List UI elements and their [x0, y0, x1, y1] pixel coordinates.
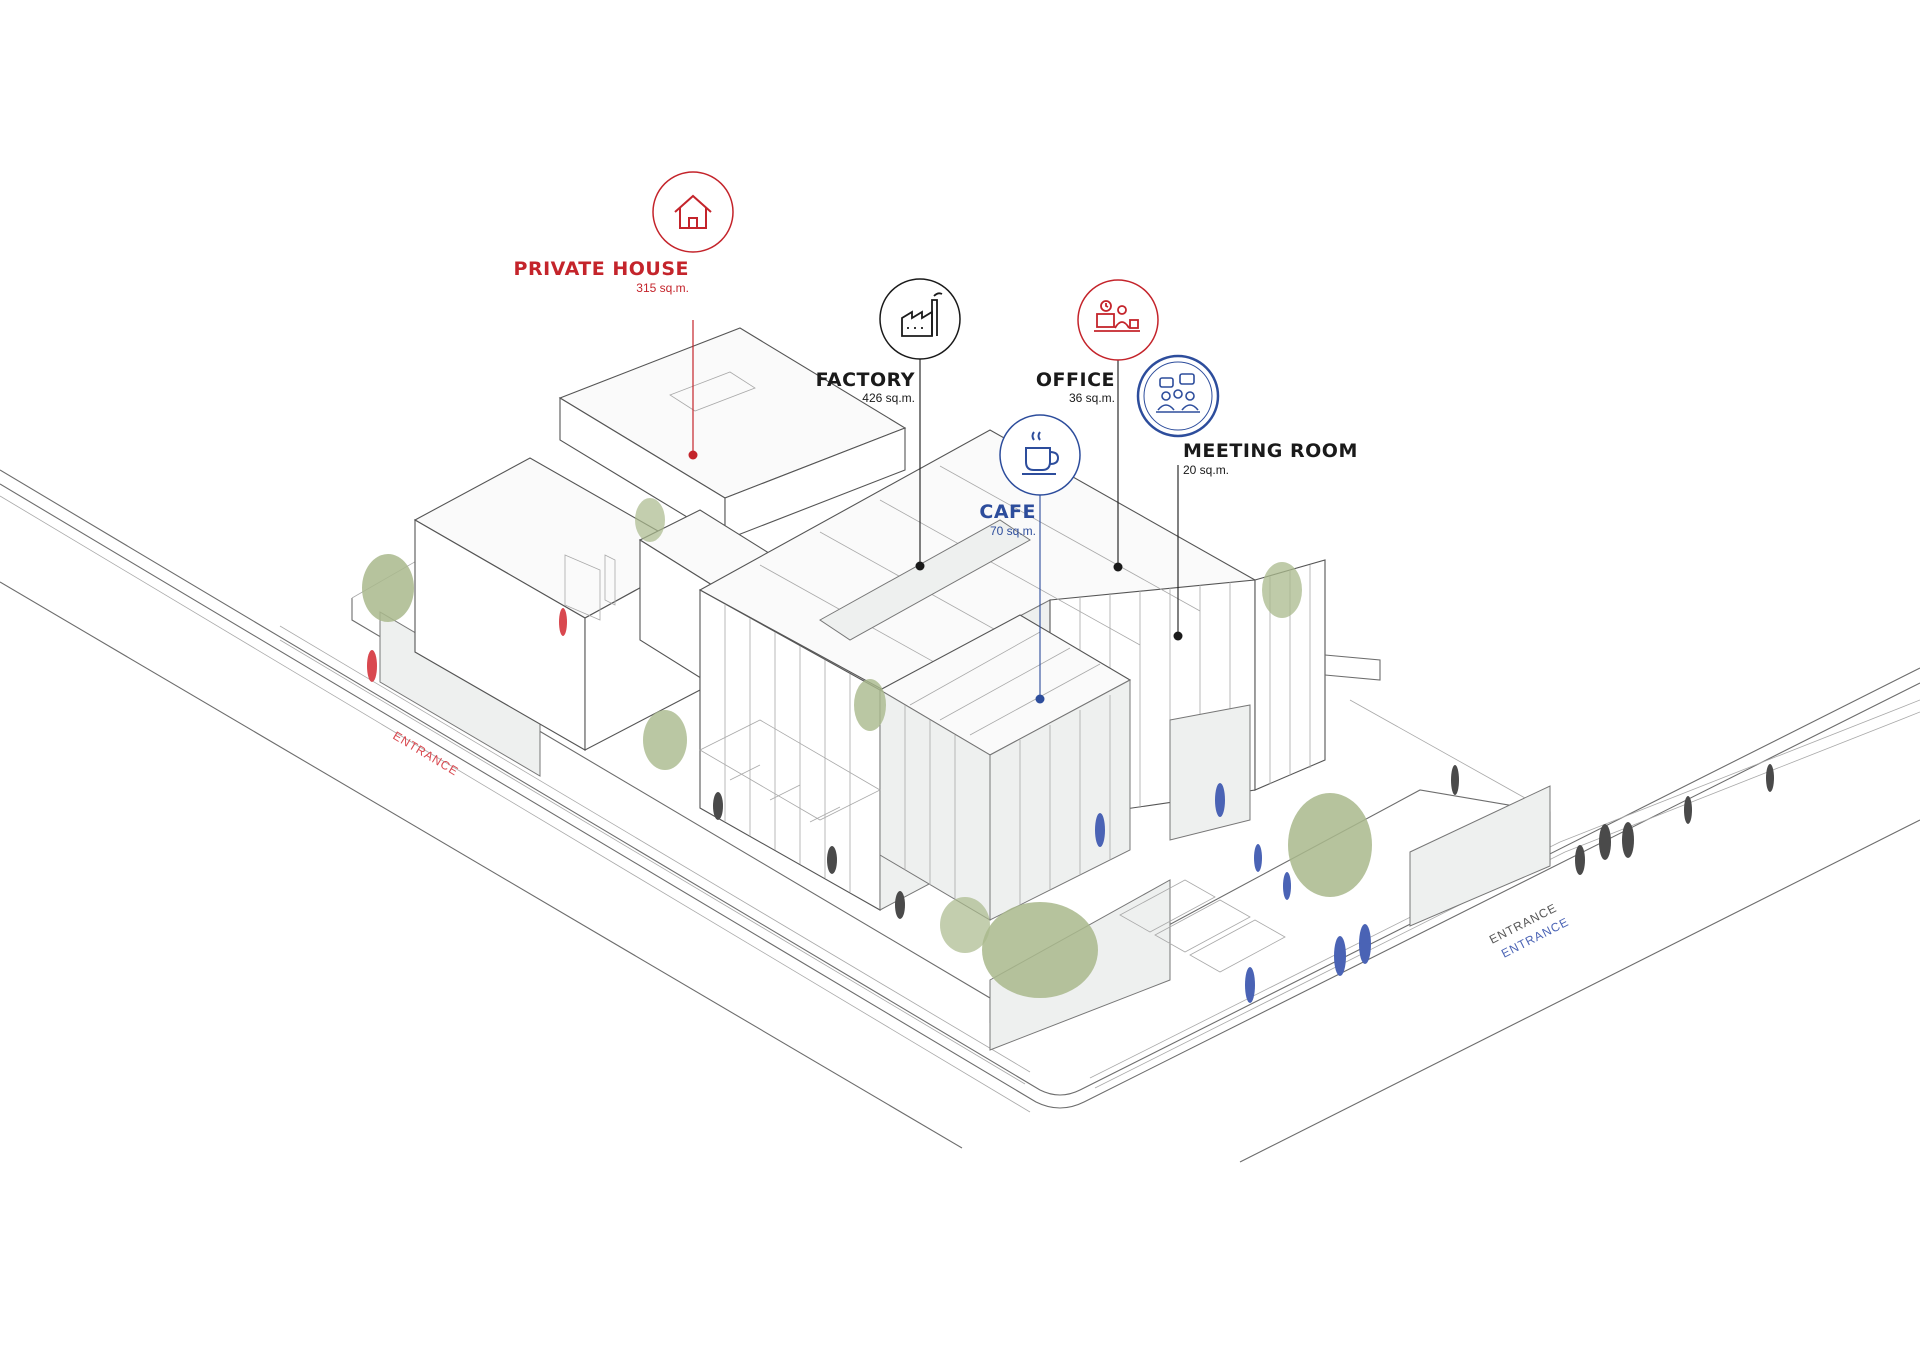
office-desk-icon [1094, 300, 1140, 332]
person-figure [1254, 844, 1262, 872]
office-callout [1077, 279, 1159, 361]
cafe-volume [878, 614, 1132, 921]
tree [643, 710, 687, 770]
person-figure [1575, 845, 1585, 875]
tree [1262, 562, 1302, 618]
factory-area: 426 sq.m. [862, 391, 915, 405]
tree [854, 679, 886, 731]
person-figure [1684, 796, 1692, 824]
coffee-cup-icon [1022, 431, 1060, 475]
private-house-callout [652, 171, 734, 253]
private-house-marker [688, 450, 698, 460]
courtyard-steps [699, 719, 1286, 973]
person-figure [1599, 824, 1611, 860]
office-area: 36 sq.m. [1069, 391, 1115, 405]
factory-callout [879, 278, 961, 360]
private-house-area: 315 sq.m. [636, 281, 689, 295]
meeting-room-callout [1136, 354, 1220, 438]
person-figure [1766, 764, 1774, 792]
tree [362, 554, 414, 622]
cafe-callout [999, 414, 1081, 496]
entrance-label-left: ENTRANCE [390, 729, 461, 779]
meeting-room-title: MEETING ROOM [1183, 440, 1358, 462]
person-figure [1095, 813, 1105, 847]
person-figure [827, 846, 837, 874]
private-house-title: PRIVATE HOUSE [514, 258, 689, 280]
person-figure [1359, 924, 1371, 964]
cafe-title: CAFE [979, 501, 1036, 523]
house-icon [674, 194, 712, 229]
person-figure [367, 650, 377, 682]
person-figure [559, 608, 567, 636]
person-figure [895, 891, 905, 919]
factory-title: FACTORY [816, 369, 915, 391]
tree [982, 902, 1098, 998]
meeting-room-volume [1169, 559, 1381, 841]
person-figure [713, 792, 723, 820]
meeting-room-area: 20 sq.m. [1183, 463, 1229, 477]
person-figure [1451, 765, 1459, 795]
person-figure [1622, 822, 1634, 858]
people-figures [367, 608, 1774, 1003]
tree [1288, 793, 1372, 897]
person-figure [1334, 936, 1346, 976]
cafe-area: 70 sq.m. [990, 524, 1036, 538]
meeting-icon [1156, 373, 1200, 413]
person-figure [1245, 967, 1255, 1003]
meeting-room-marker [1173, 631, 1183, 641]
tree [940, 897, 990, 953]
cafe-marker [1035, 694, 1045, 704]
office-title: OFFICE [1036, 369, 1115, 391]
factory-icon [901, 292, 943, 337]
person-figure [1215, 783, 1225, 817]
office-marker [1113, 562, 1123, 572]
private-house-volume [413, 327, 907, 751]
tree [635, 498, 665, 542]
callout-leaders [688, 320, 1183, 704]
person-figure [1283, 872, 1291, 900]
factory-marker [915, 561, 925, 571]
landscape-trees [362, 498, 1372, 998]
